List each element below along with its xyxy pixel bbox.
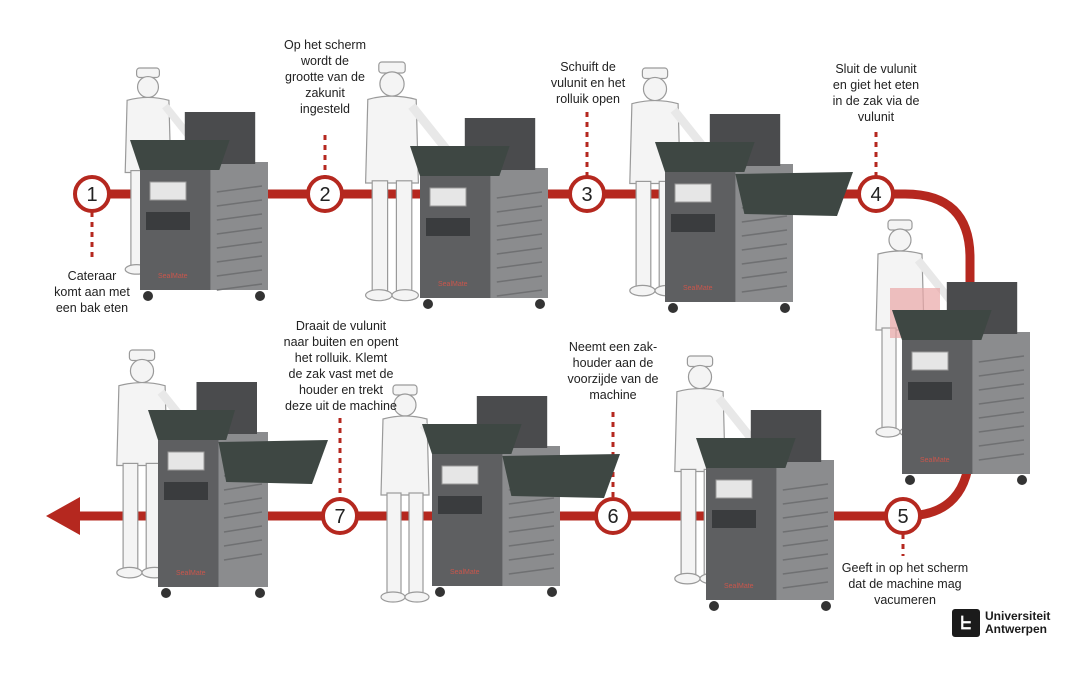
step-5-number: 5 bbox=[897, 506, 908, 528]
svg-text:SealMate: SealMate bbox=[158, 273, 188, 280]
track-arrowhead bbox=[46, 497, 80, 535]
caterer-figure-6 bbox=[380, 384, 459, 603]
step-6-number: 6 bbox=[607, 506, 618, 528]
logo-line-2: Antwerpen bbox=[985, 622, 1048, 636]
step-6-circle: 6 bbox=[594, 497, 632, 535]
universiteit-antwerpen-logo-icon: ᖶ bbox=[952, 609, 980, 637]
step-5-circle: 5 bbox=[884, 497, 922, 535]
caterer-figure-2 bbox=[364, 61, 451, 302]
svg-text:SealMate: SealMate bbox=[724, 583, 754, 590]
svg-text:SealMate: SealMate bbox=[450, 569, 480, 576]
step-4-number: 4 bbox=[870, 184, 881, 206]
step-2-number: 2 bbox=[319, 184, 330, 206]
logo-line-1: Universiteit bbox=[985, 609, 1051, 623]
vacuum-machine-4: SealMate bbox=[892, 282, 1030, 485]
svg-text:SealMate: SealMate bbox=[176, 570, 206, 577]
svg-text:SealMate: SealMate bbox=[438, 281, 468, 288]
step-1-number: 1 bbox=[86, 184, 97, 206]
vacuum-machine-6: SealMate bbox=[422, 396, 620, 597]
svg-text:SealMate: SealMate bbox=[920, 457, 950, 464]
step-3-circle: 3 bbox=[568, 175, 606, 213]
step-1-circle: 1 bbox=[73, 175, 111, 213]
svg-text:SealMate: SealMate bbox=[683, 285, 713, 292]
step-3-number: 3 bbox=[581, 184, 592, 206]
step-4-circle: 4 bbox=[857, 175, 895, 213]
vacuum-machine-7: SealMate bbox=[148, 382, 328, 598]
vacuum-machine-5: SealMate bbox=[696, 410, 834, 611]
vacuum-machine-2: SealMate bbox=[410, 118, 548, 309]
step-7-number: 7 bbox=[334, 506, 345, 528]
university-logo: ᖶ Universiteit Antwerpen bbox=[952, 609, 1050, 637]
vacuum-machine-1: SealMate bbox=[130, 112, 268, 301]
step-2-circle: 2 bbox=[306, 175, 344, 213]
step-7-circle: 7 bbox=[321, 497, 359, 535]
vacuum-machine-3: SealMate bbox=[655, 114, 853, 313]
